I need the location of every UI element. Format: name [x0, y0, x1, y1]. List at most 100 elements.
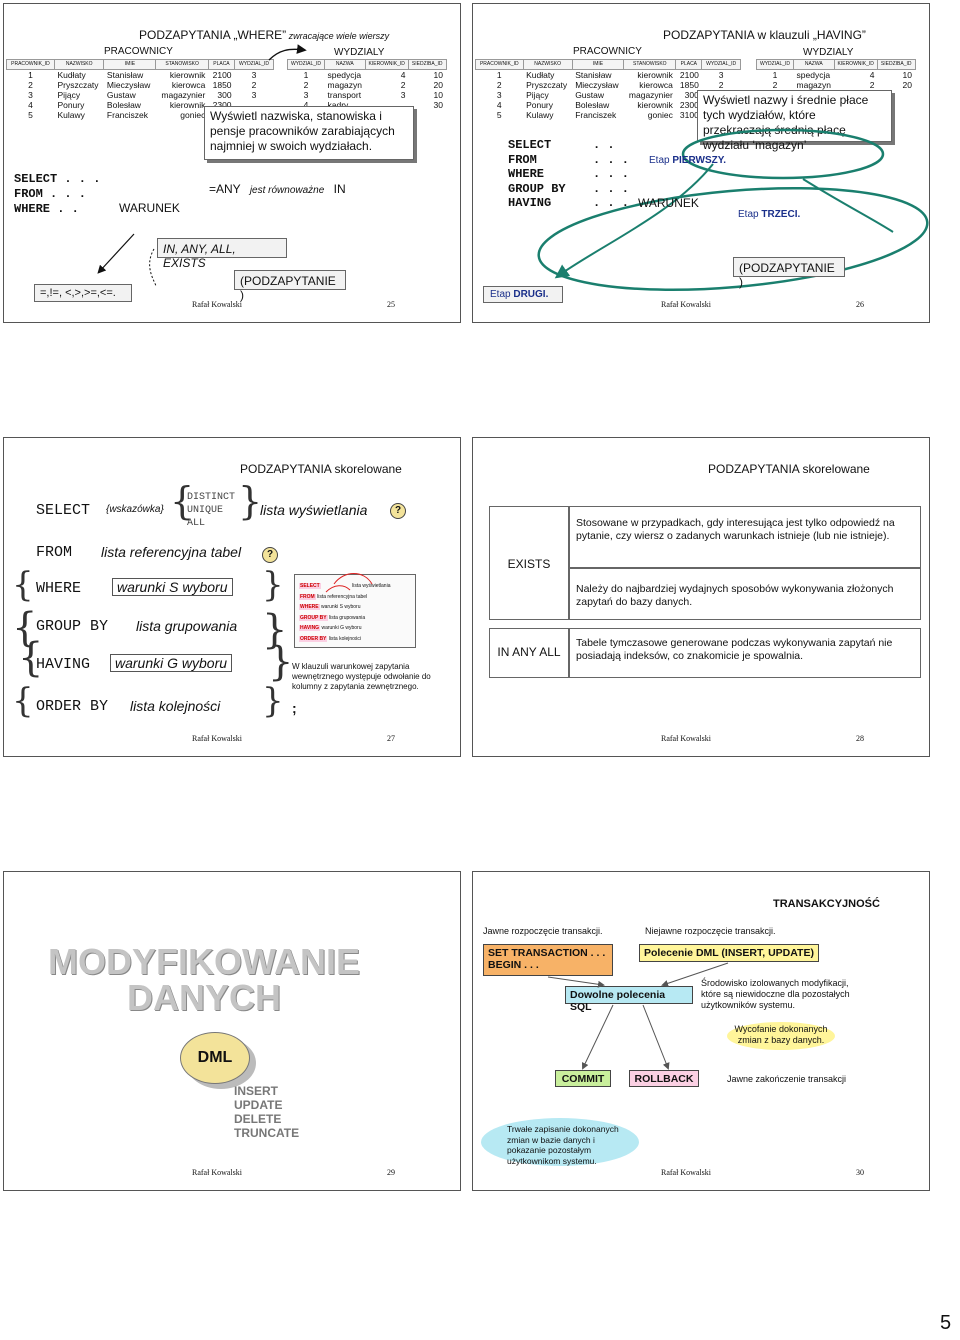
table-cell: 2	[869, 80, 875, 90]
table-cell: Kudłaty	[57, 70, 86, 80]
brace-where-right: }	[262, 565, 284, 605]
table-cell: magazyn	[796, 80, 832, 90]
question-mark-1: ?	[390, 503, 406, 519]
rollback-button[interactable]: ROLLBACK	[629, 1070, 699, 1087]
table-cell: 3100	[679, 110, 699, 120]
commit-button[interactable]: COMMIT	[555, 1070, 611, 1087]
mini-select-list: lista wyświetlania	[352, 583, 391, 589]
set-transaction: SET TRANSACTION . . .	[488, 947, 606, 959]
in-any-all-desc: Tabele tymczasowe generowane podczas wyk…	[576, 637, 893, 662]
dml-label: DML	[197, 1049, 233, 1066]
table-cell: 2100	[679, 70, 699, 80]
title-main: PODZAPYTANIA „WHERE”	[139, 28, 287, 42]
any-rhs: IN	[333, 182, 346, 196]
table-cell: 1850	[212, 80, 232, 90]
in-any-all-box: IN ANY ALL	[489, 628, 569, 678]
kw-group-by: GROUP BY	[36, 618, 109, 635]
stage-1-label: PIERWSZY.	[672, 155, 727, 166]
author: Rafał Kowalski	[192, 300, 242, 309]
table-cell: 1850	[679, 80, 699, 90]
cmd-insert: INSERT	[234, 1084, 279, 1098]
table-cell: 300	[217, 90, 232, 100]
kw-from: FROM	[36, 544, 73, 561]
slide-number: 26	[856, 300, 864, 309]
table-cell: 3	[251, 90, 257, 100]
table-cell: 4	[400, 70, 406, 80]
table-cell: 3	[400, 90, 406, 100]
having-cond: warunki G wyboru	[110, 654, 233, 672]
dots-1: . . .	[593, 152, 630, 167]
column-header: WYDZIAL_ID	[755, 59, 795, 70]
any-sql-box[interactable]: Dowolne polecenia SQL	[565, 986, 693, 1013]
mini-where-cond: warunki S wyboru	[321, 604, 361, 610]
exists-desc-2-box: Należy do najbardziej wydajnych sposobów…	[569, 568, 921, 620]
commit-desc: Trwałe zapisanie dokonanych zmian w bazi…	[507, 1124, 619, 1166]
table-cell: 2	[28, 80, 33, 90]
exists-label: EXISTS	[507, 557, 551, 571]
author: Rafał Kowalski	[192, 1168, 242, 1177]
departments-table-title: WYDZIALY	[334, 47, 385, 58]
slide-25-arrows	[97, 44, 307, 287]
slide-29: MODYFIKOWANIE DANYCH DML INSERT UPDATE D…	[3, 871, 461, 1191]
table-cell: Franciszek	[106, 110, 149, 120]
set-transaction-box[interactable]: SET TRANSACTION . . . BEGIN . . .	[483, 944, 613, 976]
column-header: KIEROWNIK_ID	[364, 59, 409, 70]
page-number: 5	[940, 1312, 952, 1334]
employees-table-title: PRACOWNICY	[104, 46, 173, 57]
author: Rafał Kowalski	[661, 300, 711, 309]
table-cell: kierowca	[171, 80, 206, 90]
sql-where: WHERE	[508, 167, 545, 181]
column-header: STANOWISKO	[155, 59, 209, 70]
select-list: lista wyświetlania	[260, 502, 368, 518]
table-cell: 300	[684, 90, 699, 100]
column-header: SIEDZIBA_ID	[407, 59, 447, 70]
brace-group-left: {	[12, 605, 38, 651]
sql-dots: . . . . . . . . . . . . . .	[593, 138, 629, 211]
brace-order-right: }	[262, 681, 284, 721]
table-cell: Kudłaty	[526, 70, 555, 80]
dml-command-box[interactable]: Polecenie DML (INSERT, UPDATE)	[639, 944, 819, 962]
author: Rafał Kowalski	[661, 734, 711, 743]
table-cell: 2100	[212, 70, 232, 80]
dots-4: . . .	[593, 196, 630, 210]
column-header: NAZWISKO	[53, 59, 105, 70]
question-mark-2: ?	[262, 547, 278, 563]
exists-box: EXISTS	[489, 506, 569, 620]
table-cell: kierowca	[639, 80, 673, 90]
sql-select: SELECT . . .	[14, 172, 101, 186]
where-cond: warunki S wyboru	[112, 578, 233, 596]
table-cell: 2	[303, 80, 309, 90]
employees-table-title: PRACOWNICY	[573, 46, 642, 57]
column-header: WYDZIAL_ID	[701, 59, 741, 70]
mini-order-by: ORDER BY	[299, 636, 328, 642]
slide-27-title: PODZAPYTANIA skorelowane	[240, 462, 402, 476]
table-cell: Pryszczaty	[57, 80, 99, 90]
sql-from: FROM	[508, 152, 537, 167]
table-cell: goniec	[180, 110, 206, 120]
from-list: lista referencyjna tabel	[101, 544, 242, 560]
table-cell: 1	[303, 70, 309, 80]
dots-3: . . .	[593, 181, 630, 196]
mini-row-3: WHERE warunki S wyboru	[299, 604, 360, 610]
subquery-box: (PODZAPYTANIE )	[733, 257, 845, 289]
subquery-box: (PODZAPYTANIE )	[234, 270, 346, 302]
isolated-env: Środowisko izolowanych modyfikacji, któr…	[701, 978, 850, 1010]
opt-unique: UNIQUE	[187, 505, 224, 516]
table-cell: 30	[433, 100, 443, 110]
in-any-all-desc-box: Tabele tymczasowe generowane podczas wyk…	[569, 628, 921, 678]
departments-table-title: WYDZIALY	[803, 47, 854, 58]
sql-having: HAVING	[508, 196, 552, 210]
any-mid: jest równoważne	[249, 185, 325, 196]
dml-commands: INSERT UPDATE DELETE TRUNCATE	[234, 1084, 299, 1140]
column-header: WYDZIAL_ID	[234, 59, 274, 70]
table-cell: transport	[327, 90, 362, 100]
table-cell: 1	[496, 70, 502, 80]
slide-26: PODZAPYTANIA w klauzuli „HAVING” PRACOWN…	[472, 3, 930, 323]
table-cell: 10	[902, 70, 912, 80]
